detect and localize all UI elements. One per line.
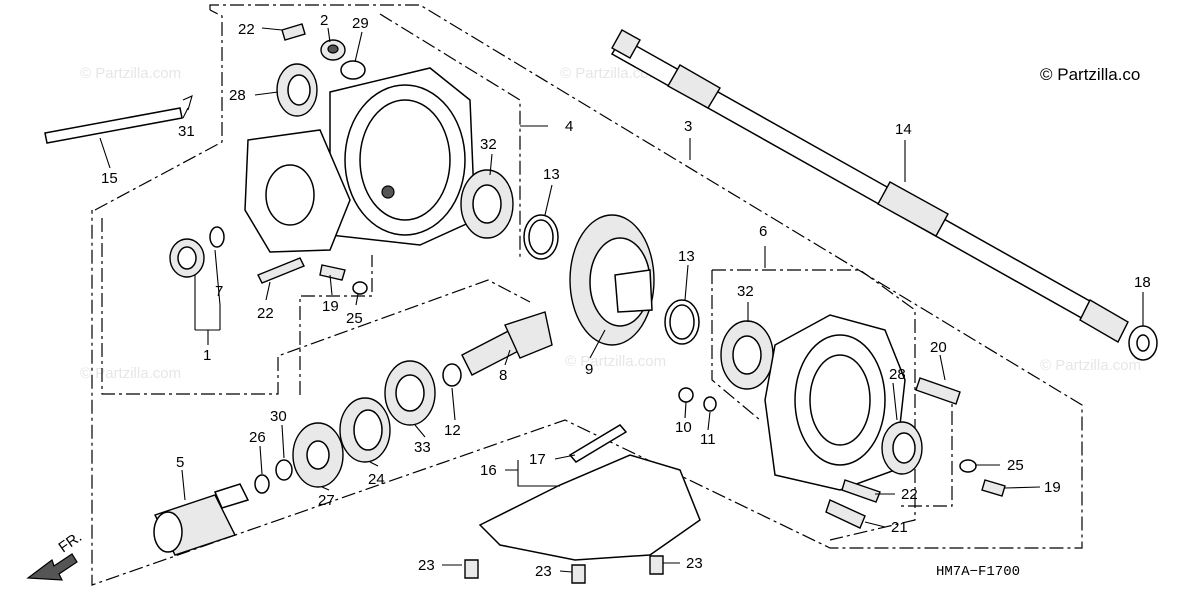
o-ring-30 <box>275 459 293 481</box>
gear-case <box>244 67 476 253</box>
dowel-10 <box>678 387 694 403</box>
breather-tube-15 <box>44 107 183 144</box>
ring-gear-9 <box>569 214 655 346</box>
callout-2: 2 <box>320 12 328 29</box>
washer-26 <box>254 474 270 494</box>
callout-25: 25 <box>346 310 363 327</box>
callout-3: 3 <box>684 118 692 135</box>
callout-7: 7 <box>215 283 223 300</box>
watermark: © Partzilla.com <box>80 65 181 82</box>
callout-32: 32 <box>480 136 497 153</box>
case-cover-6 <box>764 314 906 491</box>
axle-shaft <box>610 29 1129 343</box>
callout-12: 12 <box>444 422 461 439</box>
callout-28: 28 <box>229 87 246 104</box>
callout-19: 19 <box>1044 479 1061 496</box>
bearing-holder-24 <box>339 397 391 463</box>
callout-25: 25 <box>1007 457 1024 474</box>
callout-23: 23 <box>535 563 552 580</box>
circlip-7 <box>209 226 225 248</box>
shim-12 <box>442 363 462 387</box>
callouts: 22 2 29 28 31 15 4 3 14 32 13 13 6 32 18… <box>101 12 1151 580</box>
stud-bolt-22 <box>841 479 881 503</box>
callout-4: 4 <box>565 118 573 135</box>
callout-19: 19 <box>322 298 339 315</box>
callout-11: 11 <box>700 431 716 448</box>
callout-23: 23 <box>418 557 435 574</box>
joint-5 <box>153 483 250 556</box>
callout-14: 14 <box>895 121 912 138</box>
callout-21: 21 <box>891 519 908 536</box>
bolt-20 <box>915 377 961 405</box>
callout-16: 16 <box>480 462 497 479</box>
callout-29: 29 <box>352 15 369 32</box>
callout-9: 9 <box>585 361 593 378</box>
callout-13: 13 <box>678 248 695 265</box>
copyright-label: © Partzilla.co <box>1040 65 1140 84</box>
bearing-32 <box>460 169 514 239</box>
stud-bolt-22 <box>257 257 305 284</box>
diagram-code: HM7A−F1700 <box>936 564 1020 580</box>
callout-22: 22 <box>257 305 274 322</box>
watermark: © Partzilla.com <box>1040 357 1141 374</box>
callout-31: 31 <box>178 123 195 140</box>
callout-27: 27 <box>318 492 335 509</box>
bolt-19 <box>981 479 1006 497</box>
callout-28: 28 <box>889 366 906 383</box>
callout-23: 23 <box>686 555 703 572</box>
nut-27 <box>292 422 344 488</box>
callout-5: 5 <box>176 454 184 471</box>
callout-6: 6 <box>759 223 767 240</box>
callout-18: 18 <box>1134 274 1151 291</box>
callout-26: 26 <box>249 429 266 446</box>
washer-25 <box>352 281 368 295</box>
skid-plate-16 <box>478 424 701 561</box>
callout-10: 10 <box>675 419 692 436</box>
bolt-19 <box>319 264 346 281</box>
front-direction-arrow: FR. <box>26 528 86 581</box>
callout-33: 33 <box>414 439 431 456</box>
needle-bearing-1 <box>169 238 205 278</box>
watermark: © Partzilla.com <box>560 65 661 82</box>
callout-1: 1 <box>203 347 211 364</box>
bearing-33 <box>384 360 436 426</box>
callout-13: 13 <box>543 166 560 183</box>
direction-label: FR. <box>56 528 86 556</box>
watermark: © Partzilla.com <box>565 353 666 370</box>
callout-24: 24 <box>368 471 385 488</box>
callout-22: 22 <box>901 486 918 503</box>
o-ring-29 <box>340 60 366 80</box>
leader-lines <box>99 27 1144 573</box>
callout-20: 20 <box>930 339 947 356</box>
flange-bolts-23 <box>464 555 664 584</box>
pinion-gear-8 <box>461 311 553 376</box>
o-ring-11 <box>703 396 717 412</box>
watermark: © Partzilla.com <box>80 365 181 382</box>
clip-31 <box>182 95 193 111</box>
cushion-17 <box>568 424 628 463</box>
callout-22: 22 <box>238 21 255 38</box>
callout-30: 30 <box>270 408 287 425</box>
callout-8: 8 <box>499 367 507 384</box>
bearing-32 <box>720 320 774 390</box>
callout-17: 17 <box>529 451 546 468</box>
breather-2 <box>320 39 346 61</box>
stud-bolt-22 <box>281 23 306 41</box>
callout-32: 32 <box>737 283 754 300</box>
bolt-21 <box>825 499 866 529</box>
callout-15: 15 <box>101 170 118 187</box>
washer-25 <box>959 459 977 473</box>
